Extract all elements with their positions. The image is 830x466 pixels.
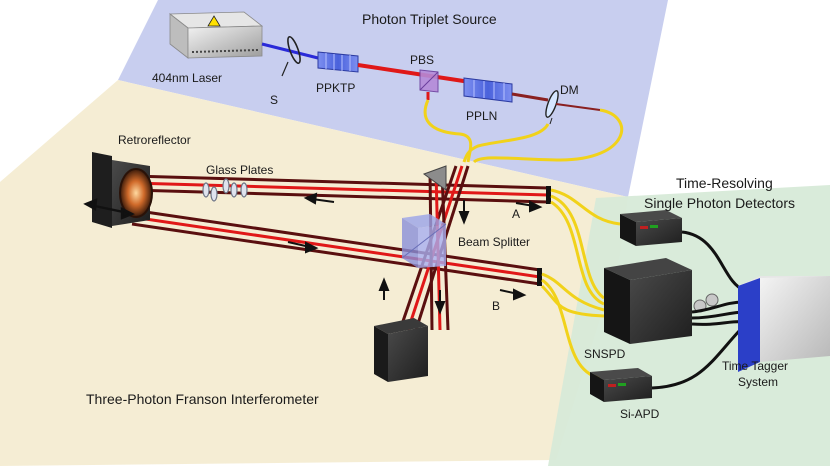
- dm-mirror: [545, 90, 559, 125]
- pbs-cube: [419, 69, 439, 93]
- ppktp-crystal: [317, 51, 359, 73]
- translation-arrow: [83, 198, 135, 220]
- si-apd-bottom: [590, 368, 652, 402]
- ppln-label: PPLN: [466, 109, 497, 123]
- s-label: S: [270, 93, 278, 107]
- port-b-label: B: [492, 299, 500, 313]
- beam-splitter-label: Beam Splitter: [458, 235, 530, 249]
- pbs-label: PBS: [410, 53, 434, 67]
- turning-mirror: [422, 165, 447, 191]
- snspd-label: SNSPD: [584, 347, 626, 361]
- tagger-label-line1: Time Tagger: [722, 359, 788, 373]
- s-lens: [281, 35, 301, 77]
- source-panel-title: Photon Triplet Source: [362, 11, 497, 27]
- glass-plates: [202, 178, 248, 202]
- detectors-title-line2: Single Photon Detectors: [644, 195, 795, 211]
- port-a-label: A: [512, 207, 520, 221]
- direction-arrows: [287, 192, 543, 315]
- source-fibers: [423, 99, 624, 164]
- red-beam-source: [357, 63, 471, 84]
- si-apd-label: Si-APD: [620, 407, 660, 421]
- laser: [168, 11, 264, 59]
- dm-label: DM: [560, 83, 579, 97]
- ppktp-label: PPKTP: [316, 81, 355, 95]
- beam-splitter: [401, 214, 447, 268]
- retroreflector-label: Retroreflector: [118, 133, 191, 147]
- fiber-couplers: [537, 186, 551, 286]
- glass-plates-label: Glass Plates: [206, 163, 273, 177]
- detector-fibers: [540, 188, 621, 380]
- ppln-crystal: [463, 77, 513, 103]
- bottom-retroreflector: [374, 318, 428, 382]
- horizontal-beams: [131, 174, 549, 286]
- interferometer-panel-title: Three-Photon Franson Interferometer: [86, 391, 319, 407]
- detectors-title-line1: Time-Resolving: [676, 175, 773, 191]
- tagger-label-line2: System: [738, 375, 778, 389]
- laser-warning-icon: [207, 15, 221, 27]
- time-tagger: [738, 276, 830, 372]
- si-apd-top: [620, 210, 682, 246]
- laser-label: 404nm Laser: [152, 71, 222, 85]
